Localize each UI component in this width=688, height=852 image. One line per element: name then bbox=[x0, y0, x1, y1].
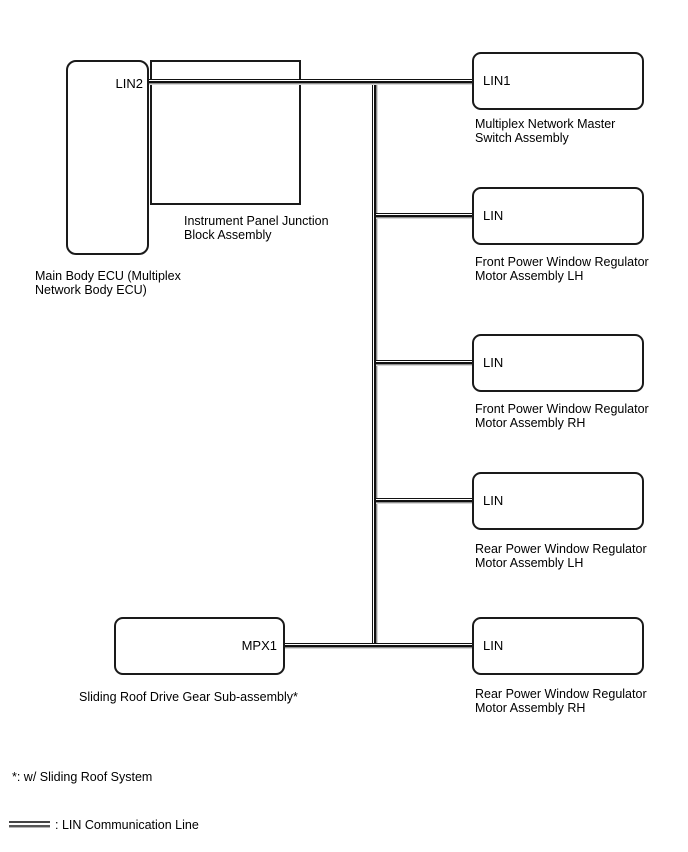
caption-rear-pw-regulator-lh: Rear Power Window Regulator Motor Assemb… bbox=[475, 542, 647, 570]
comm-line-trunk bbox=[372, 79, 378, 649]
node-rear-pw-regulator-lh: LIN bbox=[472, 472, 644, 530]
caption-multiplex-network-master-switch: Multiplex Network Master Switch Assembly bbox=[475, 117, 616, 145]
node-front-pw-regulator-rh: LIN bbox=[472, 334, 644, 392]
caption-main-body-ecu: Main Body ECU (Multiplex Network Body EC… bbox=[35, 269, 181, 297]
caption-front-pw-regulator-lh: Front Power Window Regulator Motor Assem… bbox=[475, 255, 649, 283]
port-label-lin1: LIN1 bbox=[483, 73, 511, 88]
node-front-pw-regulator-lh: LIN bbox=[472, 187, 644, 245]
legend-label: : LIN Communication Line bbox=[55, 818, 199, 832]
comm-line-branch-rear-rh bbox=[285, 643, 472, 649]
comm-line-branch-front-rh bbox=[376, 360, 472, 366]
port-label-lin: LIN bbox=[483, 208, 504, 223]
port-label-mpx1: MPX1 bbox=[241, 638, 277, 653]
comm-line-branch-lin1 bbox=[149, 79, 472, 85]
port-label-lin2: LIN2 bbox=[115, 76, 143, 91]
comm-line-branch-front-lh bbox=[376, 213, 472, 219]
caption-front-pw-regulator-rh: Front Power Window Regulator Motor Assem… bbox=[475, 402, 649, 430]
lin-line-legend-icon bbox=[9, 821, 50, 828]
caption-junction-block: Instrument Panel Junction Block Assembly bbox=[184, 214, 329, 242]
node-multiplex-network-master-switch: LIN1 bbox=[472, 52, 644, 110]
port-label-lin: LIN bbox=[483, 638, 504, 653]
caption-rear-pw-regulator-rh: Rear Power Window Regulator Motor Assemb… bbox=[475, 687, 647, 715]
caption-sliding-roof-drive-gear: Sliding Roof Drive Gear Sub-assembly* bbox=[79, 690, 298, 704]
footnote: *: w/ Sliding Roof System bbox=[12, 770, 153, 784]
node-rear-pw-regulator-rh: LIN bbox=[472, 617, 644, 675]
node-sliding-roof-drive-gear: MPX1 bbox=[114, 617, 285, 675]
port-label-lin: LIN bbox=[483, 355, 504, 370]
node-main-body-ecu: LIN2 bbox=[66, 60, 149, 255]
comm-line-branch-rear-lh bbox=[376, 498, 472, 504]
port-label-lin: LIN bbox=[483, 493, 504, 508]
